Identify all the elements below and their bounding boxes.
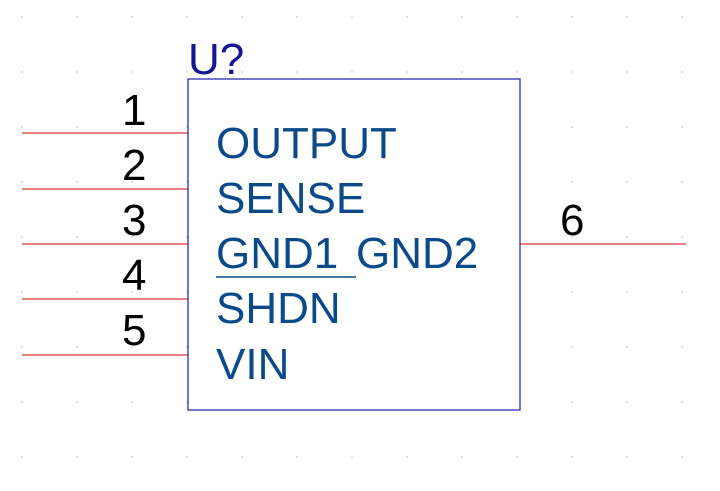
grid-dot bbox=[21, 346, 23, 348]
grid-dot bbox=[626, 181, 628, 183]
grid-dot bbox=[21, 181, 23, 183]
pin-1-name: OUTPUT bbox=[216, 119, 397, 168]
grid-dot bbox=[76, 126, 78, 128]
grid-dot bbox=[131, 291, 133, 293]
grid-dot bbox=[131, 401, 133, 403]
component-body[interactable] bbox=[187, 78, 521, 411]
grid-dot bbox=[21, 401, 23, 403]
grid-dot bbox=[186, 16, 188, 18]
grid-dot bbox=[626, 71, 628, 73]
pin-4[interactable]: 4 SHDN bbox=[22, 251, 356, 333]
grid-dot bbox=[626, 291, 628, 293]
grid-dot bbox=[76, 236, 78, 238]
grid-dot bbox=[406, 16, 408, 18]
grid-dot bbox=[571, 236, 573, 238]
grid-dot bbox=[21, 71, 23, 73]
grid-dot bbox=[21, 236, 23, 238]
grid-dot bbox=[516, 456, 518, 458]
grid-dot bbox=[681, 236, 683, 238]
grid-dot bbox=[21, 456, 23, 458]
grid-dot bbox=[626, 236, 628, 238]
grid-dot bbox=[351, 456, 353, 458]
pin-5-name: VIN bbox=[216, 340, 289, 389]
pin-5-number: 5 bbox=[122, 306, 146, 355]
pin-6-name: GND2 bbox=[356, 229, 478, 278]
grid-dot bbox=[351, 16, 353, 18]
grid-dot bbox=[461, 71, 463, 73]
grid-dot bbox=[571, 126, 573, 128]
grid-dot bbox=[626, 401, 628, 403]
grid-dot bbox=[406, 456, 408, 458]
pin-6[interactable]: 6 GND2 bbox=[356, 196, 686, 278]
grid-dot bbox=[461, 16, 463, 18]
grid-dot bbox=[516, 71, 518, 73]
pin-1-number: 1 bbox=[122, 86, 146, 135]
grid-dot bbox=[131, 346, 133, 348]
grid-dot bbox=[681, 456, 683, 458]
grid-dot bbox=[76, 291, 78, 293]
grid-dot bbox=[76, 16, 78, 18]
grid-dot bbox=[296, 71, 298, 73]
grid-dot bbox=[21, 16, 23, 18]
grid-dot bbox=[571, 71, 573, 73]
grid-dot bbox=[681, 401, 683, 403]
grid-dot bbox=[186, 71, 188, 73]
grid-dot bbox=[461, 456, 463, 458]
pin-3[interactable]: 3 GND1 bbox=[22, 196, 338, 278]
grid-dot bbox=[681, 16, 683, 18]
grid-dot bbox=[681, 346, 683, 348]
grid-dot bbox=[186, 456, 188, 458]
grid-dot bbox=[571, 401, 573, 403]
grid-dot bbox=[406, 71, 408, 73]
pin-5[interactable]: 5 VIN bbox=[22, 306, 289, 389]
pin-2-number: 2 bbox=[122, 141, 146, 190]
grid-dot bbox=[571, 346, 573, 348]
grid-dot bbox=[296, 16, 298, 18]
pin-2[interactable]: 2 SENSE bbox=[22, 141, 365, 223]
grid-dot bbox=[76, 456, 78, 458]
grid-dot bbox=[626, 126, 628, 128]
pin-4-name: SHDN bbox=[216, 284, 341, 333]
grid-dot bbox=[626, 16, 628, 18]
grid-dot bbox=[131, 16, 133, 18]
pin-1[interactable]: 1 OUTPUT bbox=[22, 86, 397, 168]
grid-dot bbox=[21, 291, 23, 293]
grid-dot bbox=[241, 456, 243, 458]
pin-6-number: 6 bbox=[560, 196, 584, 245]
grid-dot bbox=[21, 126, 23, 128]
grid-dot bbox=[516, 16, 518, 18]
grid-dot bbox=[76, 346, 78, 348]
grid-dot bbox=[131, 71, 133, 73]
pin-3-number: 3 bbox=[122, 196, 146, 245]
grid-dot bbox=[76, 71, 78, 73]
grid-dot bbox=[571, 16, 573, 18]
grid-dot bbox=[76, 181, 78, 183]
grid-dot bbox=[626, 346, 628, 348]
pin-4-number: 4 bbox=[122, 251, 146, 300]
pin-2-name: SENSE bbox=[216, 174, 365, 223]
grid-dot bbox=[241, 71, 243, 73]
grid-dot bbox=[76, 401, 78, 403]
grid-dot bbox=[296, 456, 298, 458]
grid-dot bbox=[131, 126, 133, 128]
grid-dot bbox=[131, 181, 133, 183]
grid-dot bbox=[681, 71, 683, 73]
grid-dot bbox=[571, 181, 573, 183]
component-designator[interactable]: U? bbox=[188, 35, 244, 84]
grid-dot bbox=[681, 291, 683, 293]
grid-dot bbox=[131, 456, 133, 458]
grid-dot bbox=[571, 456, 573, 458]
grid-dot bbox=[571, 291, 573, 293]
grid-dot bbox=[351, 71, 353, 73]
grid-dot bbox=[241, 16, 243, 18]
grid-dot bbox=[681, 126, 683, 128]
grid-dot bbox=[626, 456, 628, 458]
grid-dot bbox=[131, 236, 133, 238]
pin-3-name: GND1 bbox=[216, 229, 338, 278]
grid-dot bbox=[681, 181, 683, 183]
